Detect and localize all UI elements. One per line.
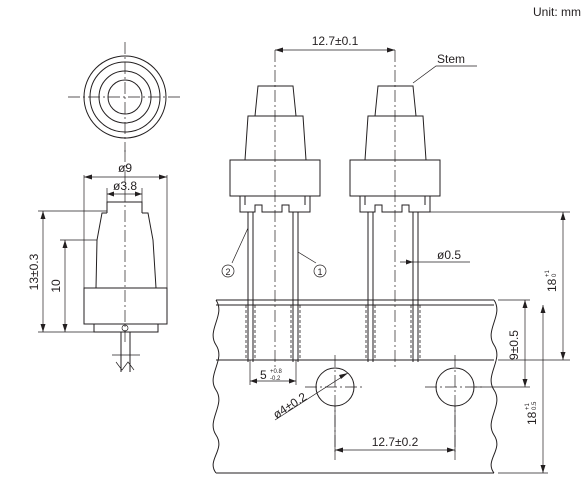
dim-hole-dia: ø4±0.2 <box>270 372 349 422</box>
svg-text:9±0.5: 9±0.5 <box>507 330 521 360</box>
svg-text:0.5: 0.5 <box>532 401 538 410</box>
svg-text:ø4±0.2: ø4±0.2 <box>270 389 309 421</box>
dim-dia-stem: ø3.8 <box>113 179 137 193</box>
dim-pitch-top: 12.7±0.1 <box>275 34 395 53</box>
switch-left <box>229 50 321 370</box>
svg-text:-0.2: -0.2 <box>270 376 281 382</box>
unit-label: Unit: mm <box>533 5 581 19</box>
svg-text:5: 5 <box>260 368 267 382</box>
dim-lead-length: 18 +1 0 <box>430 211 570 361</box>
pin-2-label: 2 <box>225 267 230 277</box>
svg-text:ø0.5: ø0.5 <box>437 248 461 262</box>
dim-pin-spacing: 5 +0.8 -0.2 <box>249 360 297 385</box>
svg-text:12.7±0.1: 12.7±0.1 <box>312 34 359 48</box>
pin-callouts: 2 1 <box>221 227 327 278</box>
dim-height-total: 13±0.3 <box>27 253 41 290</box>
dim-height-body: 10 <box>49 279 63 293</box>
svg-text:0: 0 <box>552 273 558 277</box>
top-view <box>68 42 182 152</box>
svg-text:18: 18 <box>525 411 539 425</box>
pin-1-label: 1 <box>317 267 322 277</box>
svg-text:+0.8: +0.8 <box>270 369 283 375</box>
dim-pin-dia: ø0.5 <box>400 248 470 265</box>
svg-text:18: 18 <box>545 278 559 292</box>
switch-right <box>349 50 441 370</box>
side-view: ø9 ø3.8 13±0.3 10 <box>27 150 168 372</box>
pcb-section <box>212 299 498 474</box>
dim-dia-body: ø9 <box>118 161 132 175</box>
dim-pcb-total: 18 +1 0.5 <box>498 305 548 474</box>
svg-text:+1: +1 <box>525 402 531 410</box>
stem-callout: Stem <box>412 52 477 84</box>
svg-text:12.7±0.2: 12.7±0.2 <box>372 435 419 449</box>
dim-pitch-bottom: 12.7±0.2 <box>334 406 456 455</box>
dim-pcb-thickness: 9±0.5 <box>475 299 530 388</box>
svg-text:+1: +1 <box>545 269 551 277</box>
svg-text:Stem: Stem <box>437 52 465 66</box>
